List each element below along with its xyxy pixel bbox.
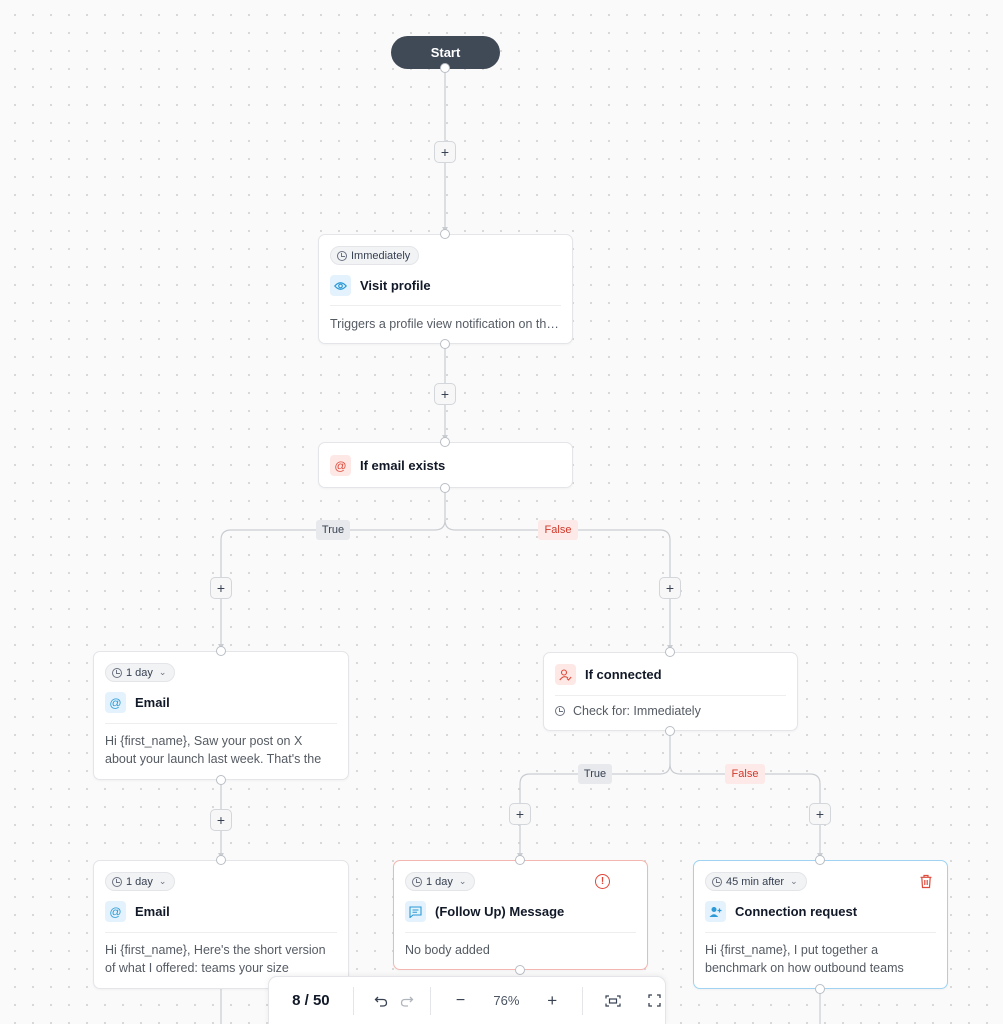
- timing-dropdown[interactable]: 1 day ⌄: [105, 663, 176, 682]
- eye-icon: [330, 275, 351, 296]
- node-divider: [405, 932, 636, 933]
- add-step-button[interactable]: +: [434, 383, 456, 405]
- output-port[interactable]: [440, 483, 450, 493]
- email-node[interactable]: 1 day ⌄ @ Email Hi {first_name}, Here's …: [93, 860, 349, 989]
- timing-dropdown[interactable]: 1 day ⌄: [105, 872, 176, 891]
- timing-dropdown[interactable]: 1 day ⌄: [405, 872, 476, 891]
- add-step-button[interactable]: +: [210, 809, 232, 831]
- clock-icon: [412, 876, 422, 887]
- node-description: Hi {first_name}, Saw your post on X abou…: [105, 734, 322, 766]
- clock-icon: [555, 706, 565, 716]
- branch-label-true: True: [578, 764, 612, 784]
- at-icon: @: [330, 455, 351, 476]
- input-port[interactable]: [216, 646, 226, 656]
- node-title: Visit profile: [360, 278, 431, 293]
- output-port[interactable]: [216, 775, 226, 785]
- input-port[interactable]: [216, 855, 226, 865]
- branch-label-false: False: [538, 520, 578, 540]
- page-counter: 8 / 50: [292, 992, 330, 1009]
- timing-label: 1 day: [126, 875, 153, 888]
- node-description: Hi {first_name}, Here's the short versio…: [105, 943, 326, 975]
- follow-up-message-node[interactable]: 1 day ⌄ ! (Follow Up) Message No body ad…: [393, 860, 648, 970]
- output-port[interactable]: [440, 339, 450, 349]
- user-check-icon: [555, 664, 576, 685]
- user-plus-icon: [705, 901, 726, 922]
- warning-icon[interactable]: !: [595, 874, 610, 889]
- zoom-out-button[interactable]: −: [455, 991, 466, 1009]
- chevron-down-icon: ⌄: [158, 667, 167, 677]
- if-email-exists-node[interactable]: @ If email exists: [318, 442, 573, 488]
- node-title: If email exists: [360, 458, 446, 473]
- trash-icon[interactable]: [919, 874, 933, 889]
- node-divider: [705, 932, 936, 933]
- start-output-port[interactable]: [440, 63, 450, 73]
- add-step-button[interactable]: +: [809, 803, 831, 825]
- timing-label: 45 min after: [726, 875, 785, 888]
- redo-button[interactable]: [396, 995, 418, 1007]
- timing-label: Immediately: [351, 249, 411, 262]
- toolbar-divider: [582, 986, 584, 1015]
- output-port[interactable]: [815, 984, 825, 994]
- clock-icon: [112, 667, 122, 678]
- toolbar-divider: [429, 986, 431, 1015]
- check-for-label: Check for: Immediately: [573, 704, 701, 718]
- add-step-button[interactable]: +: [659, 577, 681, 599]
- zoom-level: 76%: [493, 993, 520, 1008]
- connection-request-node[interactable]: 45 min after ⌄ Connection request Hi {fi…: [693, 860, 948, 989]
- chevron-down-icon: ⌄: [458, 876, 467, 886]
- node-divider: [105, 723, 337, 724]
- node-description: Triggers a profile view notification on …: [330, 317, 561, 331]
- clock-icon: [112, 876, 122, 887]
- if-connected-node[interactable]: If connected Check for: Immediately: [543, 652, 798, 731]
- fullscreen-button[interactable]: [643, 994, 665, 1007]
- canvas-toolbar: 8 / 50 − 76% +: [268, 976, 666, 1024]
- chevron-down-icon: ⌄: [158, 876, 167, 886]
- undo-icon: [374, 996, 387, 1007]
- message-icon: [405, 901, 426, 922]
- node-description: No body added: [405, 943, 490, 957]
- node-title: Email: [135, 904, 170, 919]
- timing-dropdown[interactable]: 45 min after ⌄: [705, 872, 807, 891]
- node-divider: [555, 695, 786, 696]
- output-port[interactable]: [665, 726, 675, 736]
- node-divider: [105, 932, 337, 933]
- add-step-button[interactable]: +: [509, 803, 531, 825]
- clock-icon: [712, 876, 722, 887]
- zoom-in-button[interactable]: +: [547, 990, 558, 1010]
- input-port[interactable]: [815, 855, 825, 865]
- input-port[interactable]: [665, 647, 675, 657]
- branch-label-true: True: [316, 520, 350, 540]
- timing-badge[interactable]: Immediately: [330, 246, 420, 265]
- input-port[interactable]: [515, 855, 525, 865]
- node-divider: [330, 305, 561, 306]
- redo-icon: [400, 996, 414, 1007]
- node-title: If connected: [585, 667, 662, 682]
- fit-view-icon: [605, 994, 621, 1007]
- fullscreen-icon: [647, 994, 661, 1007]
- node-description: Hi {first_name}, I put together a benchm…: [705, 943, 904, 975]
- timing-label: 1 day: [426, 875, 453, 888]
- chevron-down-icon: ⌄: [790, 876, 798, 886]
- fit-view-button[interactable]: [587, 994, 639, 1007]
- output-port[interactable]: [515, 965, 525, 975]
- node-title: (Follow Up) Message: [435, 904, 565, 919]
- timing-label: 1 day: [126, 666, 153, 679]
- clock-icon: [337, 250, 347, 261]
- visit-profile-node[interactable]: Immediately Visit profile Triggers a pro…: [318, 234, 573, 344]
- add-step-button[interactable]: +: [210, 577, 232, 599]
- node-title: Connection request: [735, 904, 858, 919]
- at-icon: @: [105, 901, 126, 922]
- at-icon: @: [105, 692, 126, 713]
- add-step-button[interactable]: +: [434, 141, 456, 163]
- branch-label-false: False: [725, 764, 765, 784]
- input-port[interactable]: [440, 437, 450, 447]
- toolbar-divider: [352, 986, 354, 1015]
- node-title: Email: [135, 695, 170, 710]
- input-port[interactable]: [440, 229, 450, 239]
- undo-button[interactable]: [366, 995, 396, 1007]
- email-node[interactable]: 1 day ⌄ @ Email Hi {first_name}, Saw you…: [93, 651, 349, 780]
